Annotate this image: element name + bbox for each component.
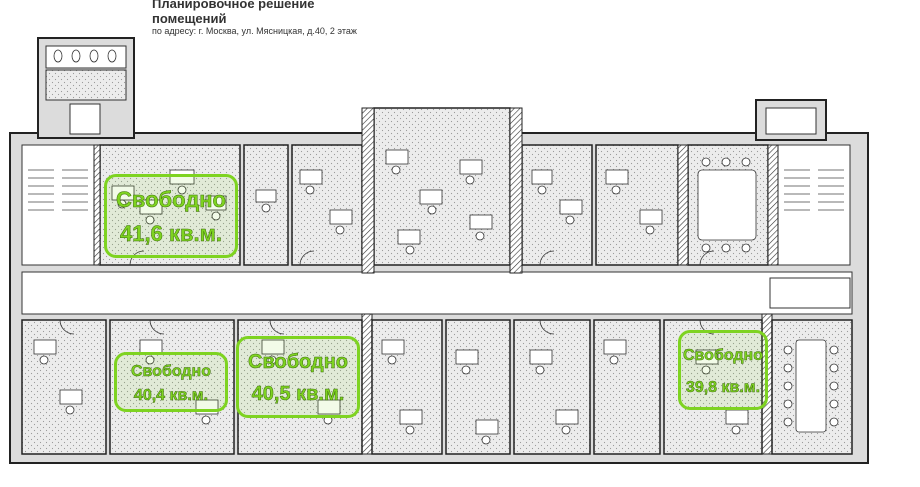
office-area: 39,8 кв.м. [685, 379, 761, 397]
toilet-icon [53, 49, 117, 63]
address-subtitle: по адресу: г. Москва, ул. Мясницкая, д.4… [152, 26, 357, 36]
office-area: 40,5 кв.м. [251, 383, 345, 406]
office-status: Свободно [248, 351, 349, 374]
table-icon [33, 149, 827, 435]
title-line-2: помещений [152, 11, 227, 26]
office-badge-south-3[interactable]: Свободно 39,8 кв.м. [678, 330, 768, 410]
chair-icon [39, 157, 839, 445]
office-status: Свободно [683, 347, 764, 365]
office-badge-north-left[interactable]: Свободно 41,6 кв.м. [104, 174, 238, 258]
office-badge-south-2[interactable]: Свободно 40,5 кв.м. [236, 336, 360, 418]
office-badge-south-1[interactable]: Свободно 40,4 кв.м. [114, 352, 228, 412]
page-title: Планировочное решение помещений [152, 0, 315, 26]
office-status: Свободно [131, 363, 212, 381]
corridor [21, 271, 853, 315]
stairwell-right [777, 144, 851, 266]
office-status: Свободно [116, 187, 227, 213]
title-line-1: Планировочное решение [152, 0, 315, 11]
south-rooms [21, 319, 853, 455]
stairwell-left [21, 144, 95, 266]
office-area: 40,4 кв.м. [133, 387, 209, 405]
office-area: 41,6 кв.м. [120, 221, 222, 247]
